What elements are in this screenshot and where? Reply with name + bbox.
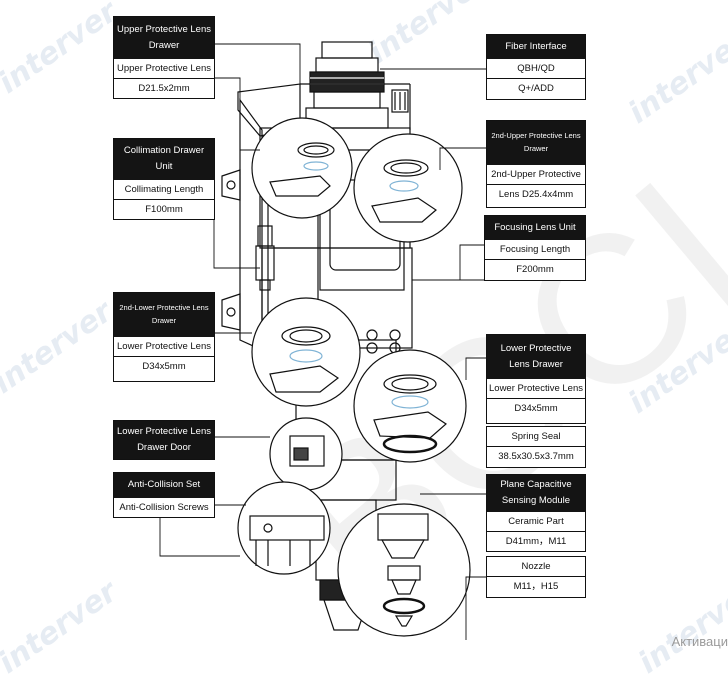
- label-title: Fiber Interface: [487, 35, 585, 59]
- label-title: 2nd-Upper Protective Lens Drawer: [487, 121, 585, 165]
- leader-lines: [159, 43, 488, 640]
- label-fiber-interface: Fiber Interface QBH/QD Q+/ADD: [486, 34, 586, 100]
- label-title: Upper Protective Lens Drawer: [114, 17, 214, 59]
- label-anti-collision-set: Anti-Collision Set Anti-Collision Screws: [113, 472, 215, 518]
- fiber-connector: [305, 41, 409, 129]
- os-activation-overlay: Активаци: [671, 634, 728, 649]
- label-line: D34x5mm: [487, 398, 585, 418]
- label-line: Spring Seal: [511, 431, 561, 442]
- label-title: Plane Capacitive Sensing Module: [487, 475, 585, 512]
- label-line: D34x5mm: [114, 356, 214, 376]
- label-nozzle: Nozzle M11，H15: [486, 556, 586, 598]
- label-line: Ceramic Part: [508, 515, 564, 527]
- label-title: Lower Protective Lens Drawer Door: [114, 421, 214, 459]
- laser-head-drawing: BOCI: [159, 41, 728, 646]
- label-plane-capacitive-sensing-module: Plane Capacitive Sensing Module Ceramic …: [486, 474, 586, 552]
- detail-circle-anti-collision: [237, 481, 331, 575]
- label-line: Focusing Length: [499, 244, 571, 255]
- label-line: D41mm，M11: [487, 530, 585, 551]
- detail-circle-lower: [353, 349, 467, 463]
- label-lower-protective-lens-drawer-door: Lower Protective Lens Drawer Door: [113, 420, 215, 460]
- label-line: Upper Protective Lens: [117, 62, 211, 74]
- label-spring-seal: Spring Seal 38.5x30.5x3.7mm: [486, 426, 586, 468]
- label-upper-protective-lens-drawer: Upper Protective Lens Drawer Upper Prote…: [113, 16, 215, 99]
- label-line: M11，H15: [487, 576, 585, 596]
- detail-circle-upper: [251, 117, 353, 219]
- label-collimation-drawer-unit: Collimation Drawer Unit Collimating Leng…: [113, 138, 215, 220]
- label-line: D21.5x2mm: [114, 77, 214, 98]
- label-line: Lower Protective Lens: [489, 383, 583, 394]
- label-title: Lower Protective Lens Drawer: [487, 335, 585, 379]
- label-second-upper-protective-lens-drawer: 2nd-Upper Protective Lens Drawer 2nd-Upp…: [486, 120, 586, 208]
- label-line: F100mm: [114, 198, 214, 219]
- detail-circle-second-lower: [251, 297, 361, 407]
- detail-circle-capacitive: [337, 503, 471, 637]
- label-line: 38.5x30.5x3.7mm: [487, 446, 585, 466]
- label-focusing-lens-unit: Focusing Lens Unit Focusing Length F200m…: [484, 215, 586, 281]
- label-line: Lens D25.4x4mm: [487, 184, 585, 204]
- label-line: Q+/ADD: [487, 78, 585, 98]
- label-title: Anti-Collision Set: [114, 473, 214, 498]
- label-line: Nozzle: [521, 561, 551, 572]
- label-line: 2nd-Upper Protective: [491, 169, 581, 180]
- detail-circle-second-upper: [353, 133, 463, 243]
- label-title: 2nd-Lower Protective Lens Drawer: [114, 293, 214, 337]
- label-line: QBH/QD: [517, 63, 555, 74]
- label-title: Focusing Lens Unit: [485, 216, 585, 240]
- label-line: Lower Protective Lens: [117, 341, 211, 352]
- label-second-lower-protective-lens-drawer: 2nd-Lower Protective Lens Drawer Lower P…: [113, 292, 215, 382]
- label-lower-protective-lens-drawer: Lower Protective Lens Drawer Lower Prote…: [486, 334, 586, 424]
- label-title: Collimation Drawer Unit: [114, 139, 214, 180]
- label-line: Collimating Length: [124, 183, 204, 195]
- label-line: Anti-Collision Screws: [119, 501, 209, 513]
- detail-circle-door: [269, 417, 343, 491]
- label-line: F200mm: [485, 259, 585, 279]
